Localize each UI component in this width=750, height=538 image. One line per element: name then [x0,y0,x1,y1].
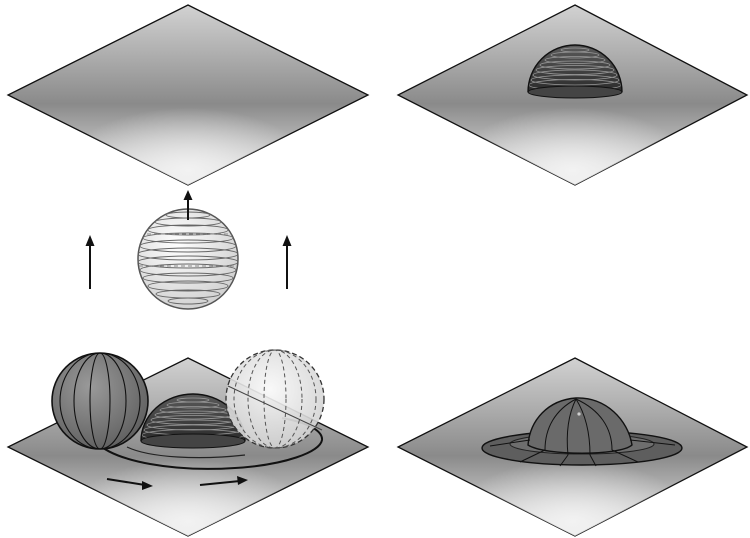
sphere-meridian-dashed [226,350,324,448]
arrow-up-icon [86,235,95,289]
sphere-striped [138,209,238,309]
panel-bottom-right [398,358,747,536]
plane-glow [8,5,368,185]
sphere-meridian-solid [52,353,148,449]
arrow-up-icon [283,235,292,289]
panel-top-left [8,5,368,309]
panel-bottom-left [8,350,368,536]
panel-top-right [398,5,747,185]
